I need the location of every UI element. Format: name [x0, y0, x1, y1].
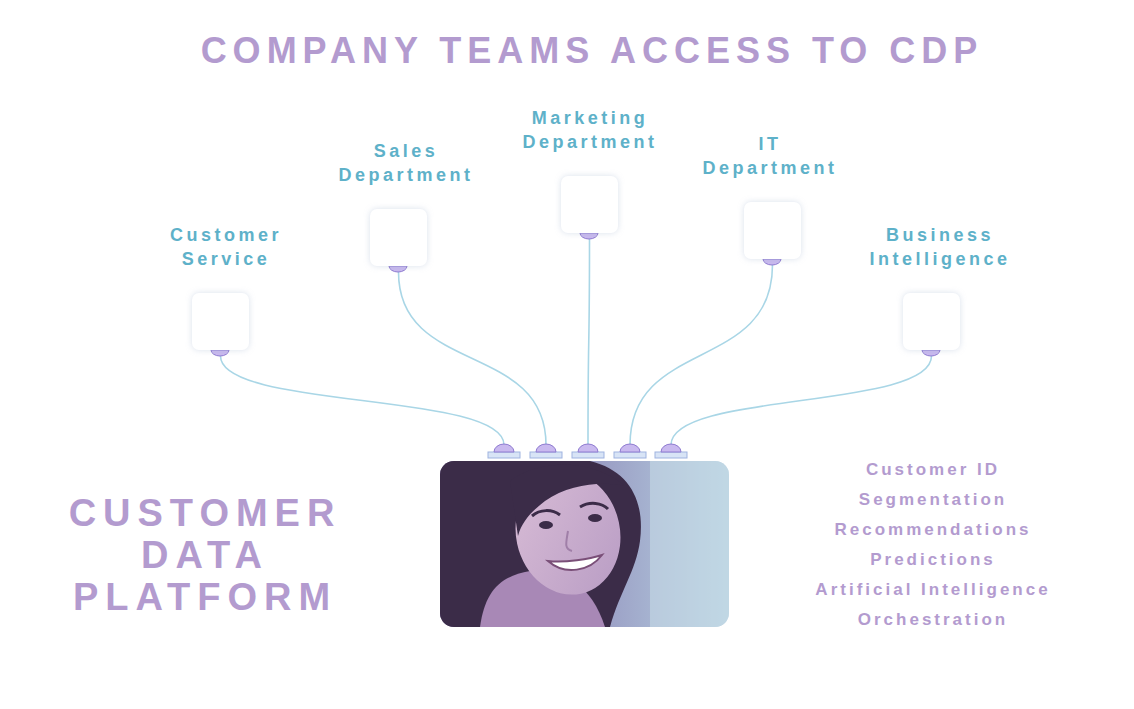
team-label: Marketing Department [523, 106, 658, 154]
feature-label: Orchestration [780, 605, 1086, 635]
feature-label: Recommendations [780, 515, 1086, 545]
team-label: Business Intelligence [870, 223, 1011, 271]
team-label: IT Department [702, 132, 837, 180]
team-box: Customer Service [192, 293, 249, 350]
team-box: IT Department [744, 202, 801, 259]
port-marks [211, 233, 940, 458]
feature-label: Predictions [780, 545, 1086, 575]
team-label: Sales Department [339, 139, 474, 187]
feature-list: Customer IDSegmentationRecommendationsPr… [780, 455, 1086, 635]
connector [671, 356, 932, 445]
platform-heading: CUSTOMER DATA PLATFORM [69, 492, 342, 618]
connector [221, 356, 505, 445]
platform-box: CUSTOMER DATA PLATFORM [440, 461, 729, 627]
customer-photo [440, 461, 729, 627]
connector [630, 265, 773, 445]
team-box: Marketing Department [561, 176, 618, 233]
team-box: Business Intelligence [903, 293, 960, 350]
feature-label: Artificial Intelligence [780, 575, 1086, 605]
feature-label: Segmentation [780, 485, 1086, 515]
team-label: Customer Service [170, 223, 282, 271]
feature-label: Customer ID [780, 455, 1086, 485]
team-box: Sales Department [370, 209, 427, 266]
diagram-title: COMPANY TEAMS ACCESS TO CDP [150, 30, 1034, 72]
connector [588, 239, 590, 445]
